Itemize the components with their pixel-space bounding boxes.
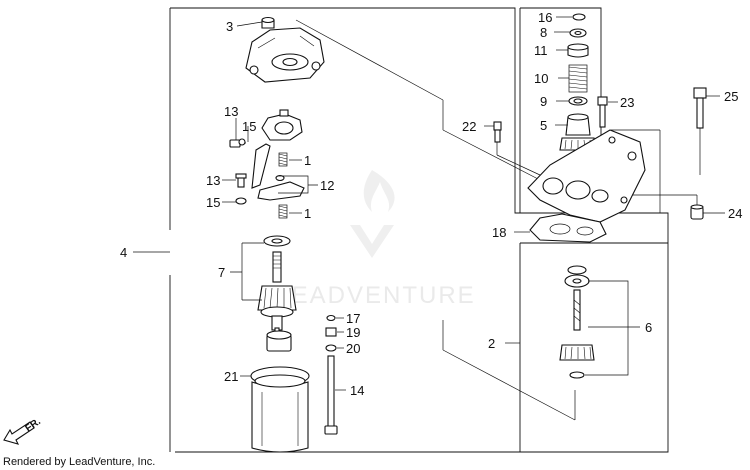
assembly-lines — [295, 19, 701, 421]
callout-3: 3 — [226, 19, 233, 34]
callout-7: 7 — [218, 265, 225, 280]
spring-part-1-upper — [278, 152, 288, 167]
callout-5: 5 — [540, 118, 547, 133]
front-direction-arrow-icon: FR. — [3, 416, 43, 445]
washer-part-17 — [326, 314, 336, 322]
bolt-part-22 — [493, 121, 502, 143]
spring-part-10 — [568, 64, 588, 93]
callout-11: 11 — [534, 43, 548, 58]
end-cover-part-3 — [245, 16, 325, 83]
callout-1-lower: 1 — [304, 206, 311, 221]
callout-12: 12 — [320, 178, 334, 193]
screw-part-13-lower — [235, 173, 247, 188]
callout-labels: 3 13 15 1 13 12 15 1 4 7 17 19 20 21 14 … — [120, 10, 742, 398]
callout-25: 25 — [724, 89, 738, 104]
through-bolt-part-14 — [324, 355, 338, 435]
bolt-part-23 — [597, 96, 608, 128]
callout-6: 6 — [645, 320, 652, 335]
watermark-text: LEADVENTURE — [276, 282, 475, 309]
washer-part-20 — [325, 344, 337, 352]
bolt-part-25 — [693, 87, 707, 129]
callout-1-upper: 1 — [304, 153, 311, 168]
seal-part-8 — [569, 28, 587, 38]
callout-24: 24 — [728, 206, 742, 221]
callout-4: 4 — [120, 245, 127, 260]
callout-10: 10 — [534, 71, 548, 86]
washer-part-9 — [568, 96, 588, 106]
callout-17: 17 — [346, 311, 360, 326]
callout-16: 16 — [538, 10, 552, 25]
pinion-part-5 — [559, 113, 597, 151]
collar-part-24 — [690, 204, 704, 220]
callout-20: 20 — [346, 341, 360, 356]
brush-holder — [261, 109, 303, 141]
callout-9: 9 — [540, 94, 547, 109]
callout-18: 18 — [492, 225, 506, 240]
clip-part-16 — [572, 13, 586, 21]
callout-15-lower: 15 — [206, 195, 220, 210]
callout-2: 2 — [488, 336, 495, 351]
drive-bracket — [527, 129, 646, 223]
drive-shaft-part-6 — [559, 265, 595, 379]
callout-22: 22 — [462, 119, 476, 134]
watermark-logo: LEADVENTURE — [276, 170, 475, 309]
callout-leaders — [133, 16, 725, 391]
gasket-part-18 — [529, 213, 607, 243]
callout-15-upper: 15 — [242, 119, 256, 134]
callout-23: 23 — [620, 95, 634, 110]
callout-13-lower: 13 — [206, 173, 220, 188]
brush-part-12 — [251, 143, 305, 201]
callout-8: 8 — [540, 25, 547, 40]
cap-part-11 — [567, 43, 589, 58]
spring-part-1-lower — [278, 204, 288, 219]
assembly-frame-2 — [505, 242, 668, 453]
armature-part-7 — [257, 235, 297, 343]
callout-14: 14 — [350, 383, 364, 398]
callout-19: 19 — [346, 325, 360, 340]
credit-text: Rendered by LeadVenture, Inc. — [3, 456, 155, 468]
motor-yoke-part-21 — [250, 330, 310, 453]
washer-part-15 — [235, 138, 247, 205]
callout-21: 21 — [224, 369, 238, 384]
nut-part-19 — [325, 327, 337, 337]
callout-13-upper: 13 — [224, 104, 238, 119]
